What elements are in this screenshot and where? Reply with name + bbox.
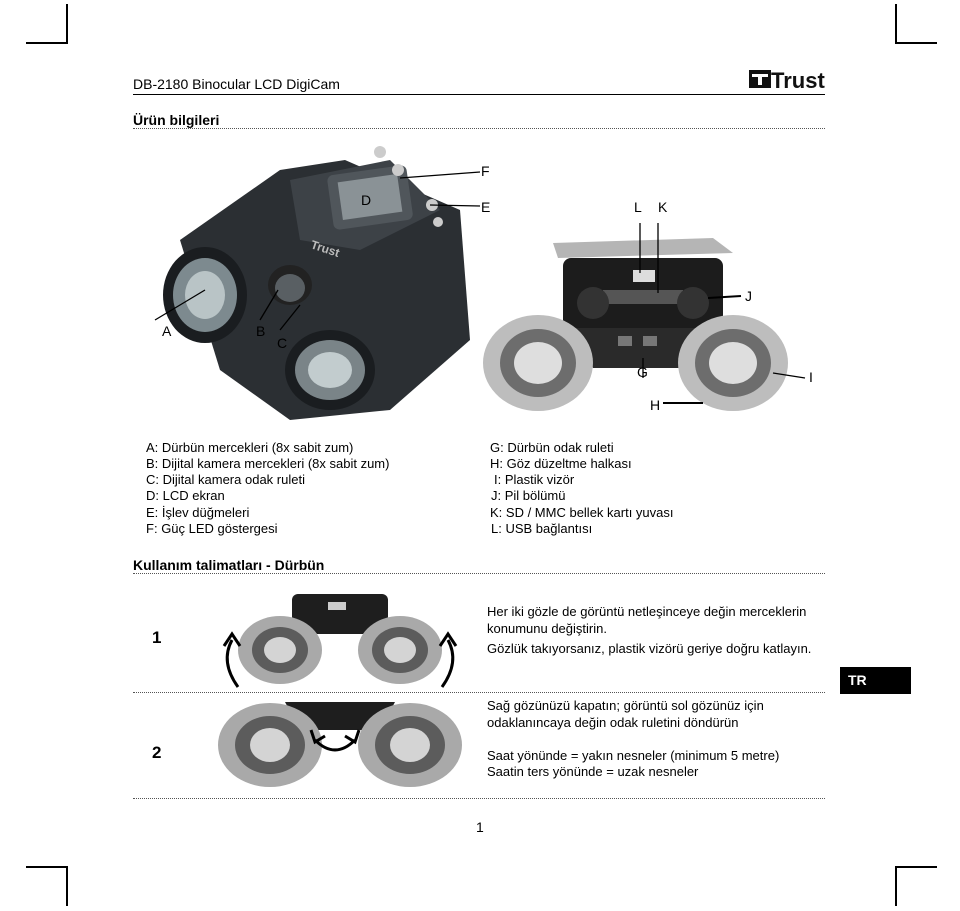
figure-label-h: H [650,397,661,413]
crop-mark-top-left-h [26,42,68,44]
crop-mark-bottom-right-v [895,866,897,906]
section-title-usage: Kullanım talimatları - Dürbün [133,557,325,573]
figure-label-l: L [634,199,642,215]
crop-mark-top-left-v [66,4,68,44]
step-1-text-2: Gözlük takıyorsanız, plastik vizörü geri… [487,641,812,656]
trust-logo: Trust [749,68,825,93]
figure-label-k: K [658,199,668,215]
step-2-text-1: Sağ gözünüzü kapatın; görüntü sol gözünü… [487,698,764,730]
step-1-text-1: Her iki gözle de görüntü netleşinceye de… [487,604,807,636]
step-number-2: 2 [152,743,162,762]
legend-item-e: E: İşlev düğmeleri [146,505,250,520]
section-rule [133,128,825,129]
figure-label-f: F [481,163,490,179]
legend-item-d: D: LCD ekran [146,488,225,503]
legend-item-c: C: Dijital kamera odak ruleti [146,472,305,487]
header-rule [133,94,825,95]
legend-item-j: J: Pil bölümü [491,488,566,503]
figure-label-g: G [637,364,648,380]
document-title: DB-2180 Binocular LCD DigiCam [133,76,340,92]
step-1-illustration [222,594,458,688]
legend-item-g: G: Dürbün odak ruleti [490,440,614,455]
crop-mark-bottom-left-h [26,866,68,868]
step-2-illustration [218,702,462,787]
figure-label-i: I [809,369,813,385]
legend-item-b: B: Dijital kamera mercekleri (8x sabit z… [146,456,390,471]
section-rule [133,573,825,574]
legend-item-i: I: Plastik vizör [494,472,575,487]
legend-item-a: A: Dürbün mercekleri (8x sabit zum) [146,440,354,455]
crop-mark-top-right-v [895,4,897,44]
figure-label-j: J [745,288,752,304]
legend-item-h: H: Göz düzeltme halkası [490,456,632,471]
legend-item-f: F: Güç LED göstergesi [146,521,278,536]
step-2-text-2: Saat yönünde = yakın nesneler (minimum 5… [487,748,780,763]
step-number-1: 1 [152,628,162,647]
page-number: 1 [476,819,484,835]
step-2-text-3: Saatin ters yönünde = uzak nesneler [487,764,699,779]
crop-mark-bottom-right-h [895,866,937,868]
footer-rule [133,798,825,799]
binocular-top-illustration [483,223,806,411]
crop-mark-top-right-h [895,42,937,44]
figure-label-c: C [277,335,288,351]
legend-item-l: L: USB bağlantısı [491,521,593,536]
legend-item-k: K: SD / MMC bellek kartı yuvası [490,505,674,520]
figure-label-d: D [361,192,372,208]
svg-text:Trust: Trust [771,68,825,93]
step-divider [133,692,825,693]
figure-label-e: E [481,199,491,215]
section-title-product-info: Ürün bilgileri [133,112,220,128]
binocular-front-illustration: Trust [154,146,481,420]
figure-label-b: B [256,323,266,339]
crop-mark-bottom-left-v [66,866,68,906]
figure-label-a: A [162,323,172,339]
language-tab: TR [840,667,911,694]
